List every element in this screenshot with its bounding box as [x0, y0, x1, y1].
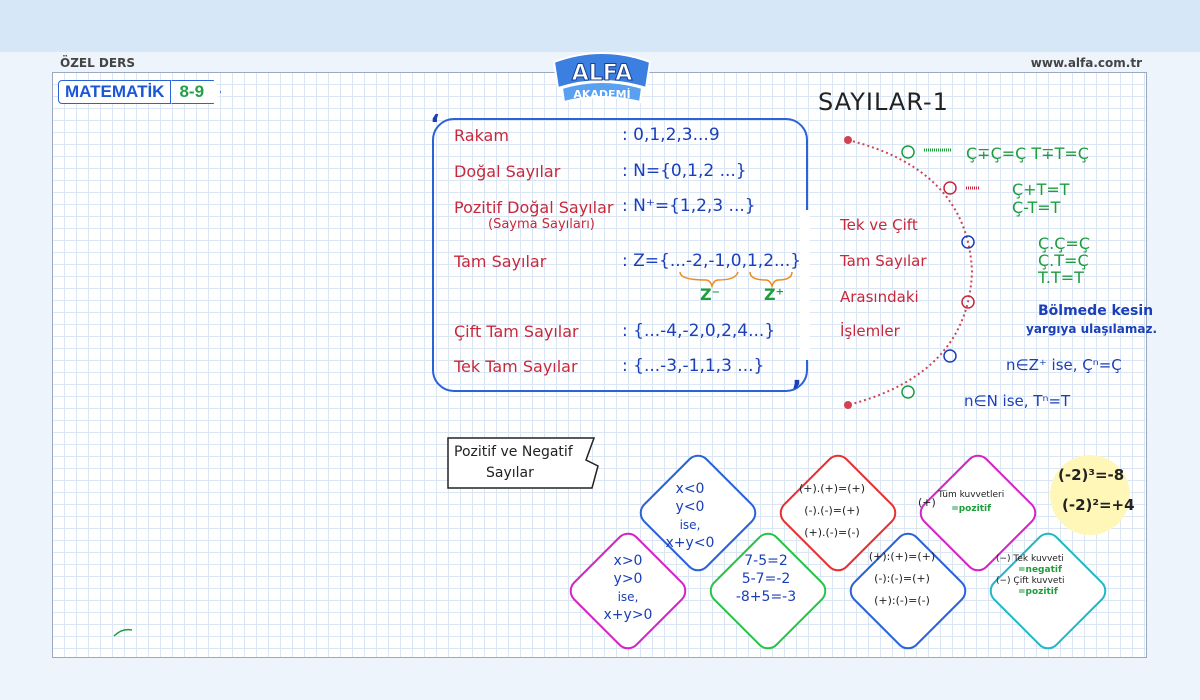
diamonds: [569, 454, 1107, 650]
parity-heading-2: Tam Sayılar: [840, 252, 927, 270]
rule-3b: Ç.T=Ç: [1038, 251, 1089, 270]
top-band: [0, 0, 1200, 52]
set-sublabel-sayma: (Sayma Sayıları): [488, 217, 595, 232]
ink-mark: [113, 628, 133, 637]
parity-heading-3: Arasındaki: [840, 288, 919, 306]
rule-2a: Ç+T=T: [1012, 180, 1070, 199]
rule-3c: T.T=T: [1038, 268, 1084, 287]
tam-braces: [679, 271, 793, 288]
rule-6: n∈N ise, Tⁿ=T: [964, 392, 1071, 410]
subject-badge: MATEMATİK 8-9: [58, 80, 222, 104]
set-label-rakam: Rakam: [454, 126, 509, 145]
parity-arc: [844, 136, 980, 409]
open-brace-mark: ‘: [430, 110, 440, 140]
logo-text-2: AKADEMİ: [573, 87, 630, 101]
header-left: ÖZEL DERS: [60, 56, 135, 70]
examples-bubble: [1050, 455, 1130, 535]
subject-label: MATEMATİK: [58, 80, 172, 104]
parity-heading-1: Tek ve Çift: [840, 216, 918, 234]
page-title: SAYILAR-1: [818, 88, 949, 116]
set-label-dogal: Doğal Sayılar: [454, 162, 561, 181]
set-label-tek: Tek Tam Sayılar: [454, 357, 578, 376]
rule-3a: Ç.Ç=Ç: [1038, 234, 1091, 253]
posneg-label-1: Pozitif ve Negatif: [454, 444, 573, 460]
set-value-rakam: : 0,1,2,3...9: [622, 125, 720, 145]
posneg-label-box: [447, 437, 599, 489]
z-pos-label: Z⁺: [764, 285, 785, 304]
set-label-cift: Çift Tam Sayılar: [454, 322, 579, 341]
set-value-pozitif: : N⁺={1,2,3 ...}: [622, 196, 756, 216]
grade-label: 8-9: [171, 80, 222, 104]
rule-2b: Ç-T=T: [1012, 198, 1061, 217]
set-value-tek: : {...-3,-1,1,3 ...}: [622, 356, 765, 376]
set-value-tam: : Z={...-2,-1,0,1,2...}: [622, 251, 802, 271]
rule-1: Ç∓Ç=Ç T∓T=Ç: [966, 144, 1089, 163]
close-brace-mark: ,: [792, 362, 802, 392]
set-label-pozitif: Pozitif Doğal Sayılar: [454, 198, 614, 217]
example-2: (-2)²=+4: [1062, 496, 1135, 514]
rule-4a: Bölmede kesin: [1038, 303, 1154, 319]
rule-5: n∈Z⁺ ise, Çⁿ=Ç: [1006, 356, 1122, 374]
diamond-7: (−) Tek kuvveti=negatif (−) Çift kuvveti…: [996, 554, 1065, 597]
set-value-cift: : {...-4,-2,0,2,4...}: [622, 321, 776, 341]
diamond-6-prefix: (+): [918, 496, 936, 509]
set-value-dogal: : N={0,1,2 ...}: [622, 161, 747, 181]
header-url[interactable]: www.alfa.com.tr: [1030, 56, 1142, 70]
parity-heading-4: İşlemler: [840, 322, 900, 340]
posneg-label-2: Sayılar: [486, 465, 534, 481]
diamond-5: (+):(+)=(+)(-):(-)=(+)(+):(-)=(-): [868, 550, 936, 607]
diamond-6: Tüm kuvvetleri=pozitif: [938, 490, 1005, 514]
rule-4b: yargıya ulaşılamaz.: [1026, 322, 1158, 336]
z-neg-label: Z⁻: [700, 285, 721, 304]
example-1: (-2)³=-8: [1058, 466, 1125, 484]
set-label-tam: Tam Sayılar: [454, 252, 547, 271]
number-sets-box: [432, 118, 810, 392]
diamond-4: (+).(+)=(+)(-).(-)=(+)(+).(-)=(-): [798, 482, 866, 539]
logo-text-1: ALFA: [572, 61, 633, 86]
alfa-logo: ALFA AKADEMİ: [552, 52, 652, 104]
